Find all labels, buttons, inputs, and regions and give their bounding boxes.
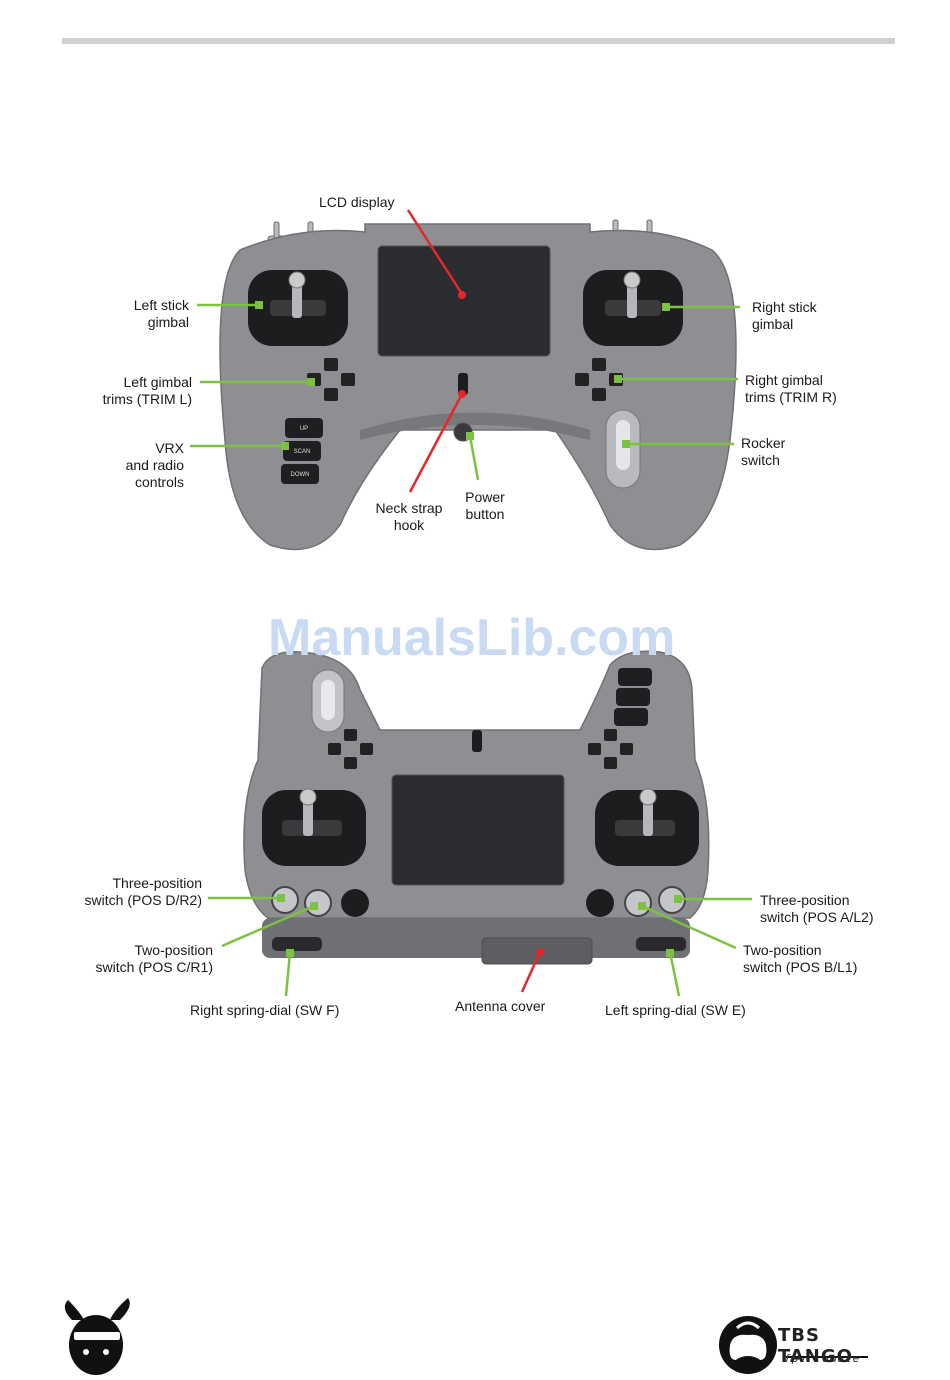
label-two-position-left: Two-position switch (POS C/R1) (60, 942, 213, 976)
label-vrx-controls: VRX and radio controls (100, 440, 184, 491)
label-right-trim: Right gimbal trims (TRIM R) (745, 372, 837, 406)
label-three-position-right: Three-position switch (POS A/L2) (760, 892, 874, 926)
vrx-scan-button[interactable]: SCAN (283, 444, 321, 461)
controller-rear-view (244, 651, 709, 964)
label-left-stick: Left stick gimbal (100, 297, 189, 331)
label-lcd-display: LCD display (319, 194, 394, 211)
label-neck-strap: Neck strap hook (364, 500, 454, 534)
vrx-down-button[interactable]: DOWN (281, 467, 319, 484)
label-right-spring-dial: Right spring-dial (SW F) (190, 1002, 339, 1019)
black-sheep-logo-icon (65, 1298, 130, 1375)
label-antenna-cover: Antenna cover (455, 998, 545, 1015)
label-right-stick: Right stick gimbal (752, 299, 817, 333)
label-left-trim: Left gimbal trims (TRIM L) (80, 374, 192, 408)
label-three-position-left: Three-position switch (POS D/R2) (50, 875, 202, 909)
label-left-spring-dial: Left spring-dial (SW E) (605, 1002, 746, 1019)
label-two-position-right: Two-position switch (POS B/L1) (743, 942, 857, 976)
brand-subtitle: fpv remote (784, 1352, 860, 1365)
tbs-brand: TBS TANGO fpv remote (718, 1315, 878, 1375)
label-rocker-switch: Rocker switch (741, 435, 785, 469)
watermark: ManualsLib.com (268, 608, 675, 668)
vrx-up-button[interactable]: UP (285, 421, 323, 438)
label-power-button: Power button (450, 489, 520, 523)
